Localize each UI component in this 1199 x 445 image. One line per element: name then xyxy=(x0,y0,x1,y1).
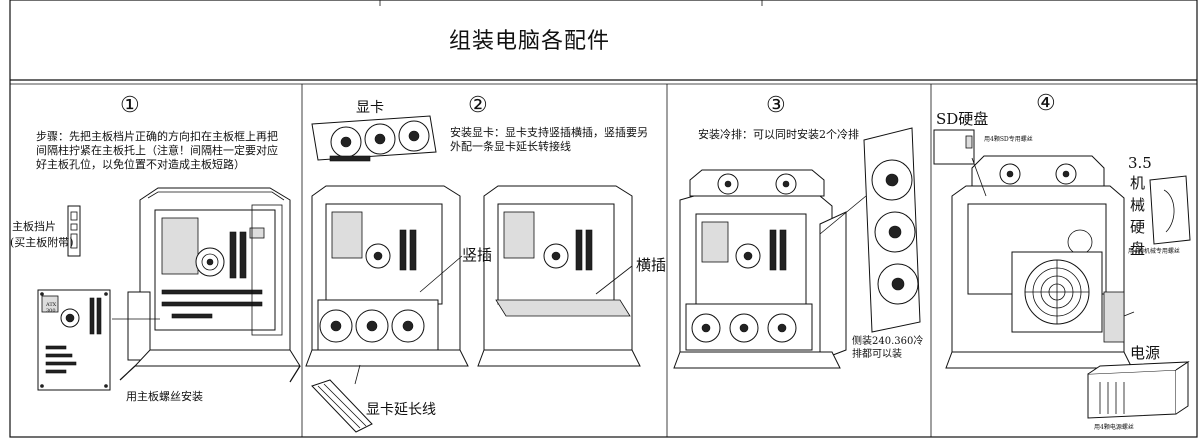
case-illustration-3 xyxy=(673,169,867,369)
hdd-illustration xyxy=(1149,175,1191,245)
io-shield-note: (买主板附带) xyxy=(10,236,74,249)
gpu-install-text: 安装显卡：显卡支持竖插横插，竖插要另外配一条显卡延长转接线 xyxy=(450,126,648,153)
step-1-instructions: 步骤：先把主板档片正确的方向扣在主板框上再把间隔柱拧紧在主板托上（注意！间隔柱一… xyxy=(36,130,278,171)
horizontal-mount-label: 横插 xyxy=(636,256,667,274)
hdd-screw-note: 用4颗机械专用螺丝 xyxy=(1128,248,1180,255)
case-illustration-1 xyxy=(112,187,301,383)
vertical-mount-label: 竖插 xyxy=(462,246,493,264)
radiator-illustration xyxy=(863,127,921,333)
motherboard-marking: ATX 300 xyxy=(46,302,57,315)
ssd-illustration xyxy=(933,129,975,165)
step-number-4: ④ xyxy=(1036,91,1056,116)
psu-label: 电源 xyxy=(1130,344,1161,362)
page-title: 组装电脑各配件 xyxy=(449,29,611,54)
io-shield-illustration xyxy=(67,205,81,257)
motherboard-illustration xyxy=(37,289,111,391)
ssd-label: SD硬盘 xyxy=(936,110,989,128)
hdd-size-label: 3.5 xyxy=(1128,154,1152,172)
radiator-install-text: 安装冷排：可以同时安装2个冷排 xyxy=(698,128,859,141)
riser-cable-illustration xyxy=(311,364,373,433)
hdd-label: 机械硬盘 xyxy=(1130,174,1146,258)
case-illustration-4 xyxy=(945,155,1135,369)
psu-screw-note: 用4颗电源螺丝 xyxy=(1094,424,1134,431)
step-number-2: ② xyxy=(468,93,488,118)
step-number-3: ③ xyxy=(766,93,786,118)
case-illustration-2a xyxy=(305,185,469,367)
gpu-label: 显卡 xyxy=(356,100,384,116)
psu-illustration xyxy=(1087,361,1190,419)
io-shield-label: 主板挡片 xyxy=(12,220,56,233)
screw-label: 用主板螺丝安装 xyxy=(126,390,203,403)
ssd-screw-note: 用4颗SD专用螺丝 xyxy=(984,136,1033,143)
gpu-illustration xyxy=(311,115,437,162)
step-number-1: ① xyxy=(120,93,140,118)
riser-cable-label: 显卡延长线 xyxy=(366,402,436,418)
side-mount-note: 侧装240.360冷排都可以装 xyxy=(852,336,924,360)
case-illustration-2b xyxy=(477,185,641,367)
